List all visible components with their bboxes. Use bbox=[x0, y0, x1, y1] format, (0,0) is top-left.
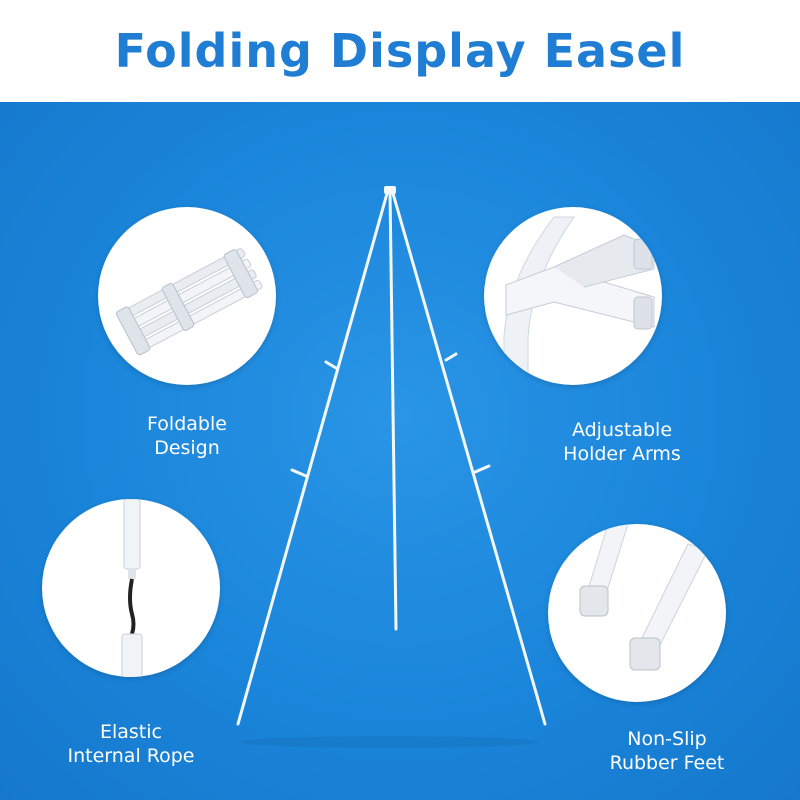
page-title: Folding Display Easel bbox=[114, 24, 686, 78]
holder-arm-icon bbox=[503, 216, 655, 385]
elastic-rope-image bbox=[42, 499, 220, 677]
feature-label-line1: Elastic bbox=[99, 721, 162, 743]
feature-label-line2: Holder Arms bbox=[563, 443, 681, 465]
feature-label-line2: Internal Rope bbox=[67, 745, 195, 767]
feature-label-line2: Design bbox=[154, 437, 220, 459]
feature-label-elastic-rope: Elastic Internal Rope bbox=[31, 720, 231, 768]
header: Folding Display Easel bbox=[0, 0, 800, 102]
feature-label-foldable: Foldable Design bbox=[87, 412, 287, 460]
rubber-feet-icon bbox=[579, 524, 709, 671]
holder-arms-image bbox=[484, 207, 662, 385]
elastic-rope-icon bbox=[121, 499, 143, 677]
feature-label-holder-arms: Adjustable Holder Arms bbox=[522, 418, 722, 466]
product-stage: Foldable Design Adjustable Holder Arms E… bbox=[0, 102, 800, 800]
rubber-feet-image bbox=[548, 524, 726, 702]
feature-label-line1: Adjustable bbox=[571, 419, 673, 441]
feature-label-rubber-feet: Non-Slip Rubber Feet bbox=[567, 727, 767, 775]
feature-label-line2: Rubber Feet bbox=[609, 752, 725, 774]
feature-label-line1: Foldable bbox=[147, 413, 227, 435]
foldable-design-image bbox=[98, 207, 276, 385]
folded-easel-icon bbox=[115, 248, 263, 356]
feature-label-line1: Non-Slip bbox=[627, 728, 707, 750]
easel-icon bbox=[236, 186, 547, 748]
